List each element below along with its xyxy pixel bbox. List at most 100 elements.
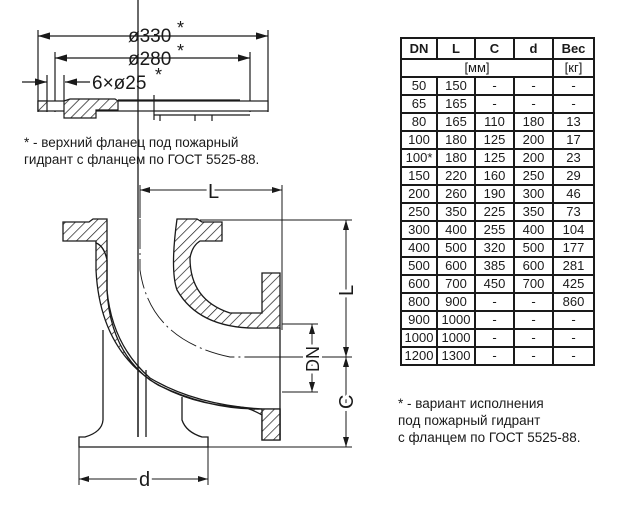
cell: 900 — [436, 292, 476, 312]
cell: 260 — [436, 184, 476, 204]
note-right-line-3: с фланцем по ГОСТ 5525-88. — [398, 430, 581, 445]
cell: 200 — [400, 184, 438, 204]
cell: 250 — [513, 166, 554, 186]
cell: 900 — [400, 310, 438, 330]
cell: 300 — [513, 184, 554, 204]
cell: 250 — [400, 202, 438, 222]
cell: - — [513, 310, 554, 330]
cell: 500 — [436, 238, 476, 258]
note-top-line-2: гидрант с фланцем по ГОСТ 5525-88. — [24, 152, 260, 167]
dim-280-label: ø280 — [128, 49, 171, 70]
cell: - — [474, 94, 515, 114]
cell: 700 — [436, 274, 476, 294]
cell: 29 — [552, 166, 595, 186]
cell: 200 — [513, 148, 554, 168]
cell: 1000 — [436, 328, 476, 348]
table-header-row: DN L C d Вес — [400, 37, 595, 60]
dim-330-asterisk: * — [177, 18, 184, 38]
cell: 600 — [436, 256, 476, 276]
cell: 400 — [513, 220, 554, 240]
cell: - — [552, 94, 595, 114]
cell: 1200 — [400, 346, 438, 366]
cell: 600 — [513, 256, 554, 276]
cell: - — [474, 328, 515, 348]
cell: 180 — [513, 112, 554, 132]
cell: 110 — [474, 112, 515, 132]
dim-L-vertical — [200, 219, 352, 357]
note-top-flange: * - верхний фланец под пожарный гидрант … — [24, 134, 259, 168]
cell: 400 — [400, 238, 438, 258]
dim-330-label: ø330 — [128, 26, 171, 47]
dim-C — [208, 357, 352, 448]
dim-d-label: d — [139, 469, 150, 491]
table-units-row: [мм] [кг] — [400, 58, 595, 78]
cell: - — [552, 310, 595, 330]
dim-L-horizontal-label: L — [208, 181, 219, 203]
cell: - — [474, 310, 515, 330]
cell: 150 — [400, 166, 438, 186]
elbow-section — [62, 0, 281, 448]
cell: 23 — [552, 148, 595, 168]
cell: 180 — [436, 148, 476, 168]
cell: 600 — [400, 274, 438, 294]
cell: - — [552, 328, 595, 348]
col-header-c: C — [474, 37, 515, 60]
cell: 700 — [513, 274, 554, 294]
note-right-line-2: под пожарный гидрант — [398, 413, 541, 428]
cell: 450 — [474, 274, 515, 294]
cell: 1000 — [400, 328, 438, 348]
cell: 350 — [513, 202, 554, 222]
cell: 150 — [436, 76, 476, 96]
cell: 350 — [436, 202, 476, 222]
cell: - — [474, 292, 515, 312]
cell: 165 — [436, 112, 476, 132]
dim-holes-label: 6×ø25 — [92, 73, 146, 94]
dim-DN-label: DN — [303, 346, 323, 372]
dim-DN — [262, 323, 352, 393]
col-header-d: d — [513, 37, 554, 60]
cell: 46 — [552, 184, 595, 204]
cell: 800 — [400, 292, 438, 312]
top-flange-section — [22, 30, 269, 121]
cell: 100* — [400, 148, 438, 168]
cell: - — [474, 76, 515, 96]
cell: 281 — [552, 256, 595, 276]
cell: 65 — [400, 94, 438, 114]
col-header-weight: Вес — [552, 37, 595, 60]
units-kg: [кг] — [552, 58, 595, 78]
cell: - — [552, 76, 595, 96]
cell: 80 — [400, 112, 438, 132]
cell: 500 — [400, 256, 438, 276]
cell: 73 — [552, 202, 595, 222]
cell: - — [552, 346, 595, 366]
units-mm: [мм] — [400, 58, 554, 78]
cell: 180 — [436, 130, 476, 150]
dim-L-horizontal — [139, 185, 283, 330]
cell: 320 — [474, 238, 515, 258]
cell: - — [513, 328, 554, 348]
cell: 13 — [552, 112, 595, 132]
col-header-dn: DN — [400, 37, 438, 60]
cell: 1300 — [436, 346, 476, 366]
cell: 500 — [513, 238, 554, 258]
cell: 190 — [474, 184, 515, 204]
cell: 220 — [436, 166, 476, 186]
dim-280-asterisk: * — [177, 41, 184, 61]
col-header-l: L — [436, 37, 476, 60]
